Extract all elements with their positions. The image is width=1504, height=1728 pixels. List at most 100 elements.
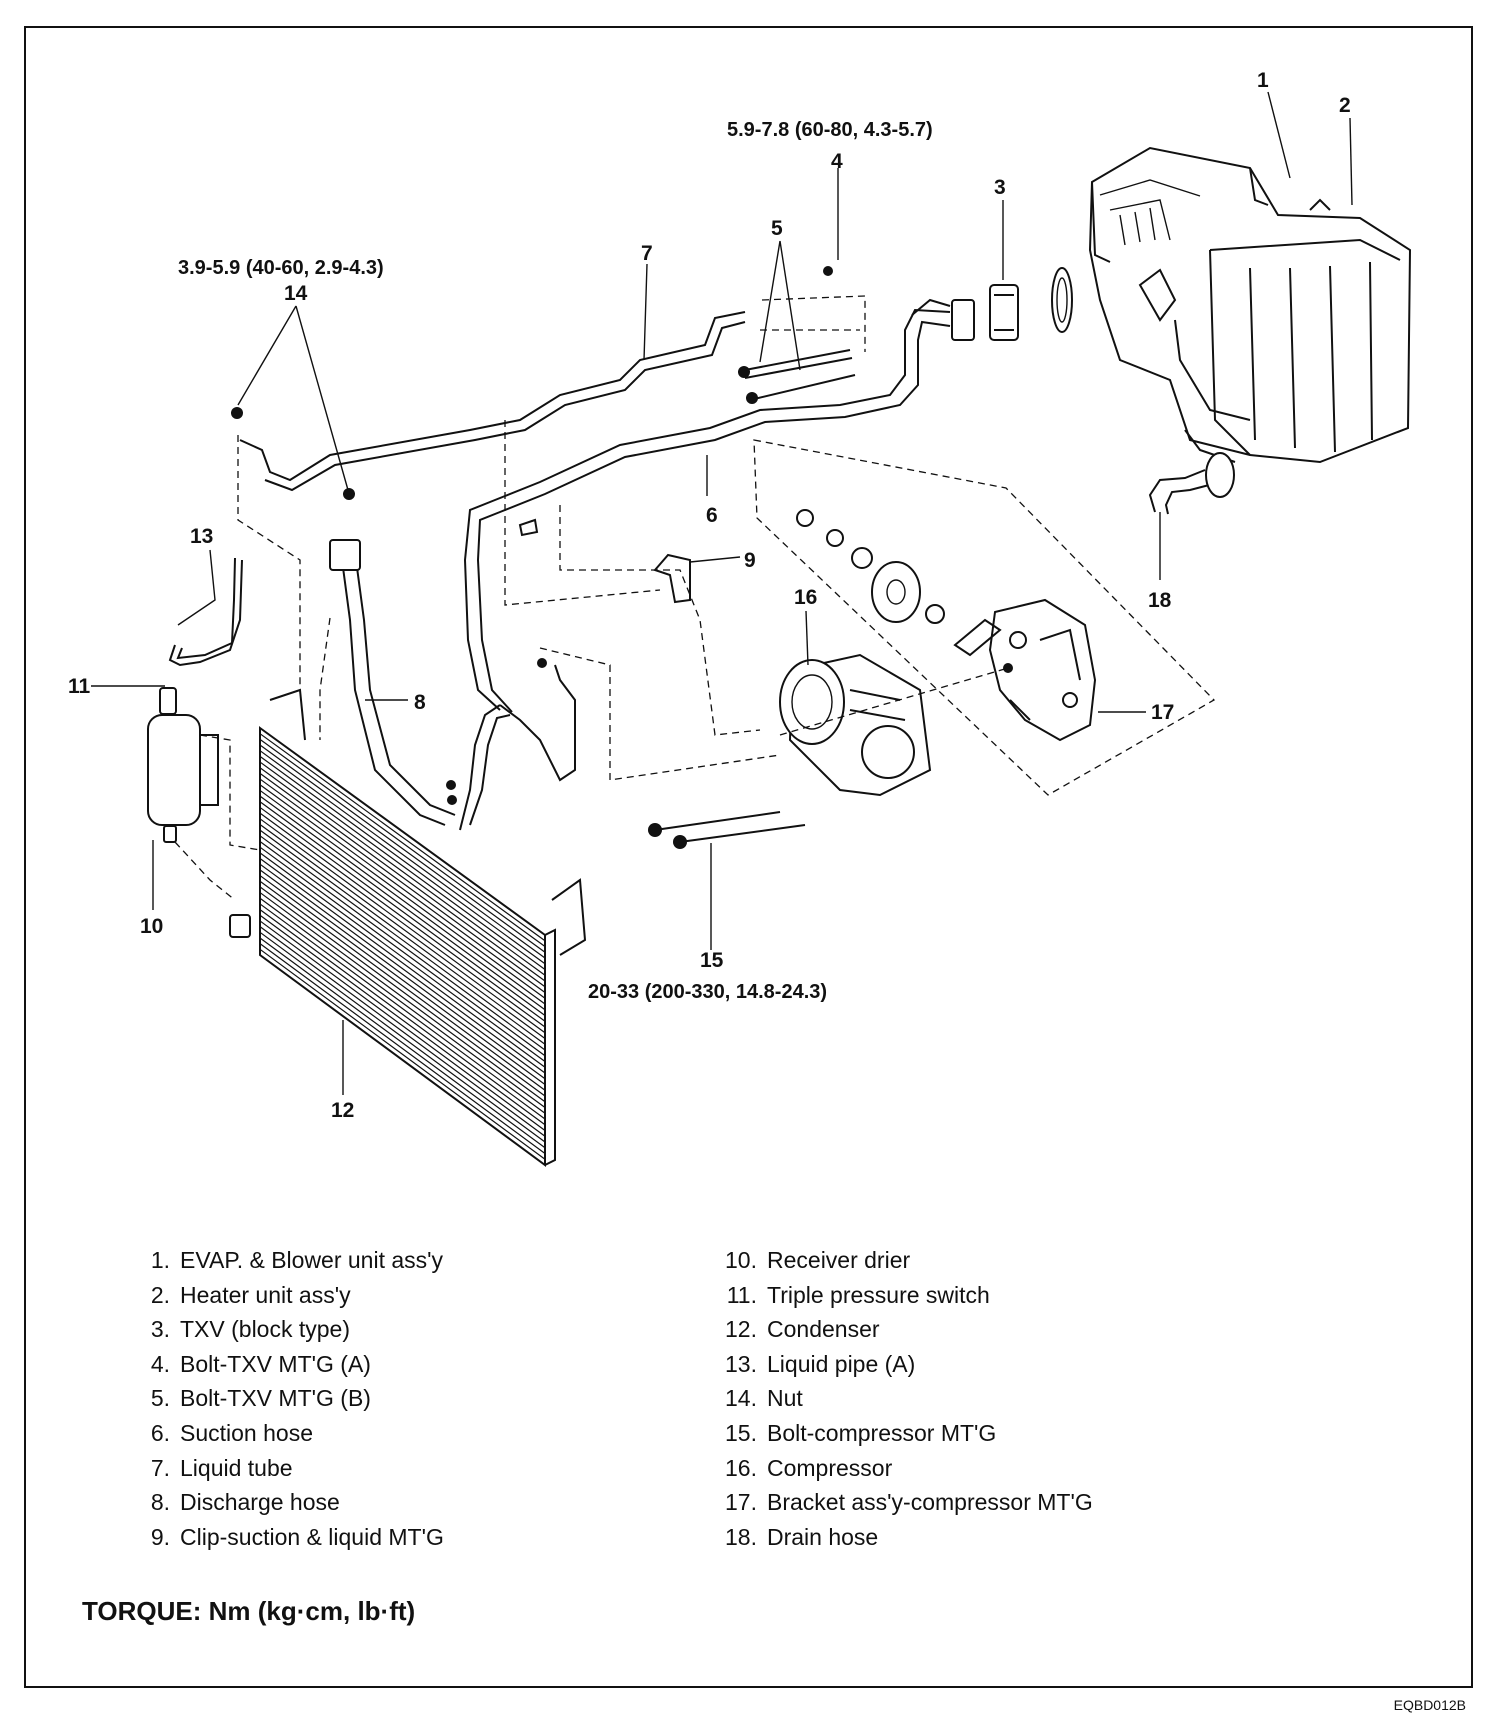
legend-item-number: 13. (725, 1350, 757, 1377)
legend-item-number: 9. (150, 1523, 170, 1550)
callout-2: 2 (1339, 94, 1351, 117)
legend-item-number: 1. (150, 1247, 170, 1273)
callout-7: 7 (641, 242, 653, 265)
callout-4: 4 (831, 150, 843, 173)
legend-item-label: Discharge hose (180, 1489, 340, 1516)
legend-item: 3. TXV (block type) (118, 1312, 444, 1347)
legend-item-number: 11. (726, 1281, 757, 1308)
condenser-fin (259, 784, 546, 993)
legend-item-label: Bolt-compressor MT'G (767, 1419, 997, 1446)
condenser-fin (259, 835, 546, 1045)
callout-17: 17 (1151, 701, 1175, 724)
condenser-fin (259, 755, 546, 965)
legend-item: 12. Condenser (705, 1312, 1093, 1347)
legend-item-number: 15. (725, 1419, 757, 1446)
condenser-fin (259, 767, 546, 976)
legend-item-label: Bolt-TXV MT'G (B) (180, 1385, 371, 1412)
callout-14: 14 (284, 282, 308, 305)
legend-item-label: Compressor (767, 1454, 893, 1481)
callout-18: 18 (1148, 589, 1172, 612)
legend-item-label: Liquid tube (180, 1454, 293, 1481)
condenser-fin (259, 823, 546, 1034)
legend-item-number: 2. (150, 1281, 170, 1308)
figure-code: EQBD012B (1393, 1697, 1466, 1713)
legend-item-label: Clip-suction & liquid MT'G (180, 1523, 444, 1550)
legend-item-number: 16. (725, 1454, 757, 1481)
condenser-fin (259, 750, 546, 959)
condenser-fin (259, 914, 546, 1126)
legend-item: 15. Bolt-compressor MT'G (705, 1416, 1093, 1451)
legend-item-label: Triple pressure switch (767, 1281, 990, 1308)
condenser-fin (259, 852, 546, 1062)
condenser-fin (259, 863, 546, 1074)
condenser-fin (259, 829, 546, 1039)
legend-item-label: TXV (block type) (180, 1316, 350, 1343)
legend-item-label: Suction hose (180, 1419, 313, 1446)
condenser (229, 688, 587, 1167)
clutch-parts (796, 509, 945, 624)
condenser-fin (259, 920, 546, 1131)
legend-item: 18.Drain hose (705, 1520, 1093, 1555)
legend-item: 17. Bracket ass'y-compressor MT'G (705, 1485, 1093, 1520)
legend-item-label: Receiver drier (767, 1247, 911, 1273)
parts-legend-right: 10. Receiver drier 11. Triple pressure swit… (705, 1243, 1093, 1554)
legend-item: 16. Compressor (705, 1451, 1093, 1486)
legend-item: 11. Triple pressure switch (705, 1278, 1093, 1313)
callout-5: 5 (771, 217, 783, 240)
legend-item-number: 6. (150, 1419, 170, 1446)
legend-item-number: 7. (150, 1454, 170, 1481)
legend-item: 1. EVAP. & Blower unit ass'y (118, 1243, 444, 1278)
condenser-fin (259, 733, 546, 942)
legend-item-number: 18. (725, 1523, 757, 1550)
evap-heater-unit (1088, 146, 1412, 464)
discharge-hose (329, 539, 576, 831)
legend-item-label: Nut (767, 1385, 803, 1412)
compressor (779, 653, 932, 797)
condenser-fin (259, 772, 546, 982)
legend-item-number: 17. (725, 1489, 757, 1516)
legend-item-label: EVAP. & Blower unit ass'y (180, 1247, 444, 1273)
callout-10: 10 (140, 915, 164, 938)
callout-15: 15 (700, 949, 724, 972)
torque-spec-compressor-bolt: 20-33 (200-330, 14.8-24.3) (588, 981, 828, 1003)
condenser-fin (259, 903, 546, 1114)
legend-item-label: Bolt-TXV MT'G (A) (180, 1350, 371, 1377)
condenser-fin (259, 778, 546, 988)
callout-1: 1 (1257, 69, 1269, 92)
legend-item-number: 10. (725, 1247, 757, 1273)
condenser-fin (259, 869, 546, 1080)
receiver-drier (147, 557, 243, 843)
txv-block (951, 267, 1073, 341)
legend-item-number: 5. (150, 1385, 170, 1412)
legend-item-label: Liquid pipe (A) (767, 1350, 916, 1377)
legend-item: 6. Suction hose (118, 1416, 444, 1451)
legend-item-number: 12. (725, 1316, 757, 1343)
condenser-fin (259, 812, 546, 1022)
condenser-fin (259, 875, 546, 1085)
legend-item: 7. Liquid tube (118, 1451, 444, 1486)
condenser-fin (259, 795, 546, 1005)
legend-item-label: Condenser (767, 1316, 880, 1343)
condenser-fin (259, 846, 546, 1057)
legend-item-label: Bracket ass'y-compressor MT'G (767, 1489, 1093, 1516)
legend-item-number: 3. (150, 1316, 170, 1343)
legend-item-number: 14. (725, 1385, 757, 1412)
condenser-fin (259, 858, 546, 1068)
condenser-fin (259, 841, 546, 1051)
callout-12: 12 (331, 1099, 355, 1122)
legend-item: 14. Nut (705, 1381, 1093, 1416)
callout-16: 16 (794, 586, 818, 609)
condenser-fin (259, 801, 546, 1011)
leader-lines (91, 91, 1353, 1095)
legend-item-number: 8. (150, 1489, 170, 1516)
condenser-fin (259, 897, 546, 1108)
condenser-fin (259, 806, 546, 1016)
torque-units-note: TORQUE: Nm (kg·cm, lb·ft) (82, 1596, 416, 1626)
legend-item: 5. Bolt-TXV MT'G (B) (118, 1381, 444, 1416)
callout-3: 3 (994, 176, 1006, 199)
drain-hose (1148, 452, 1235, 515)
condenser-fin (259, 818, 546, 1028)
callout-11: 11 (68, 675, 91, 698)
